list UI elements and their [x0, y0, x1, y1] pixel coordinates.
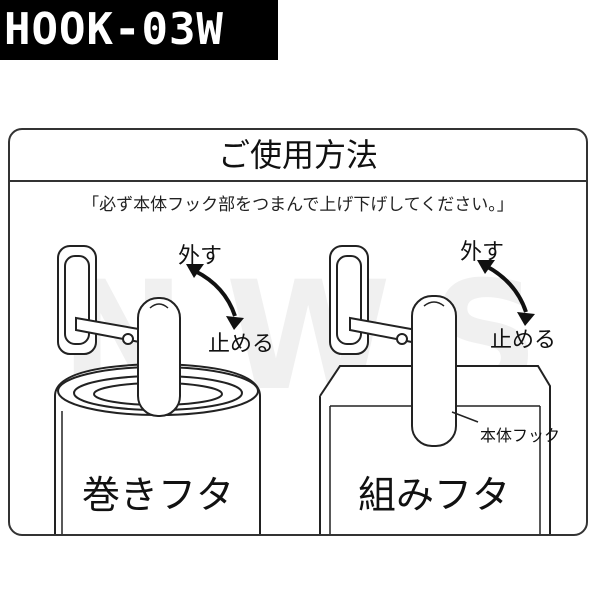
hook-part-label: 本体フック — [480, 426, 561, 445]
right-motion-arrow — [485, 264, 528, 313]
left-remove-label: 外す — [178, 244, 223, 269]
rolled-lid-drawing — [54, 245, 261, 534]
left-motion-arrow — [194, 269, 237, 317]
right-stop-label: 止める — [490, 328, 557, 353]
left-arrow-head-bottom — [226, 316, 244, 330]
assembled-lid-illustration: 外す 止める 本体フック 組みフタ — [300, 226, 586, 534]
card-title: ご使用方法 — [10, 130, 586, 182]
rolled-lid-illustration: 外す 止める 巻きフタ — [10, 226, 300, 534]
left-stop-label: 止める — [208, 332, 275, 357]
right-arrow-head-bottom — [517, 312, 535, 326]
right-remove-label: 外す — [460, 240, 505, 265]
instruction-text: 「必ず本体フック部をつまんで上げ下げしてください。」 — [82, 195, 514, 215]
left-arrow-head-top — [186, 264, 204, 278]
usage-card: ご使用方法 「必ず本体フック部をつまんで上げ下げしてください。」 — [8, 128, 588, 536]
assembled-lid-drawing — [319, 245, 551, 534]
model-number: HOOK-03W — [0, 0, 278, 60]
right-caption: 組みフタ — [358, 473, 511, 517]
left-caption: 巻きフタ — [82, 473, 235, 517]
right-arrow-head-top — [477, 260, 495, 274]
